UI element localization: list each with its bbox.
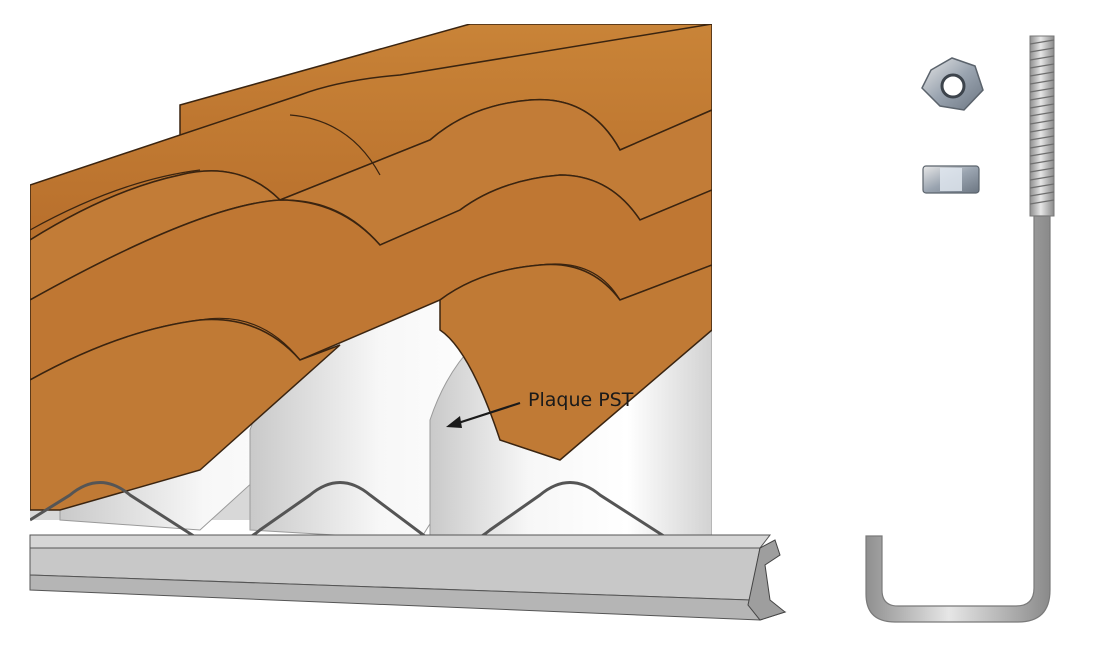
purlin-beam bbox=[29, 534, 787, 621]
hex-nut-side-icon bbox=[922, 165, 980, 194]
callout-arrow-line bbox=[451, 401, 521, 427]
hook-bolt-shank bbox=[865, 215, 1051, 623]
roof-section bbox=[30, 24, 712, 544]
callout-arrow-head bbox=[446, 416, 462, 428]
callout-label: Plaque PST bbox=[528, 389, 634, 411]
hook-bolt-icon bbox=[865, 35, 1055, 623]
roof-tiles bbox=[30, 24, 712, 511]
nut-bore bbox=[940, 73, 966, 99]
hook-bolt-thread bbox=[1029, 35, 1055, 217]
purlin-end bbox=[747, 539, 787, 621]
hex-nut-icon bbox=[921, 57, 984, 111]
tile-lap-lines bbox=[30, 98, 621, 361]
callout-plaque-pst: Plaque PST bbox=[446, 389, 634, 428]
hook-bolt-thread-lines bbox=[1029, 39, 1055, 205]
purlin-top-flange bbox=[29, 534, 772, 549]
tile-row-e-right bbox=[439, 263, 712, 461]
nut-side-facet bbox=[940, 168, 962, 191]
sheet-front-profile bbox=[30, 481, 712, 544]
